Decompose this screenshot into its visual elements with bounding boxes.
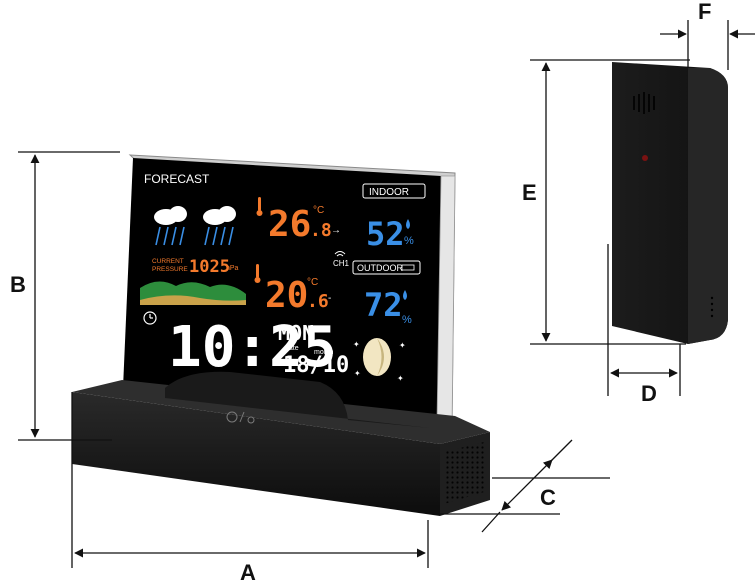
pressure-label-line1: CURRENT — [152, 258, 184, 265]
month-label: month — [314, 349, 334, 356]
outdoor-label-box — [352, 260, 421, 275]
dimension-label-b: B — [10, 272, 26, 297]
base-stand-lip — [165, 371, 430, 428]
sensor-side-vents — [710, 296, 714, 318]
indoor-label: INDOOR — [369, 187, 409, 198]
indoor-temperature-decimal: .8 — [310, 220, 332, 241]
outdoor-temperature-decimal: .6 — [307, 291, 329, 312]
weekday: MON — [278, 321, 314, 345]
outdoor-droplet-icon — [403, 290, 407, 300]
clock-time: 10:25 — [168, 315, 337, 380]
svg-text:✦: ✦ — [353, 340, 360, 349]
svg-text:✦: ✦ — [354, 369, 361, 378]
svg-text:✦: ✦ — [397, 374, 404, 383]
outdoor-humidity-unit: % — [402, 314, 412, 326]
channel-label: CH1 — [333, 259, 350, 268]
forecast-label: FORECAST — [144, 172, 210, 186]
display-screen — [123, 158, 441, 420]
indoor-label-box — [362, 183, 426, 199]
outdoor-temperature-integer: 20 — [265, 275, 308, 316]
indoor-droplet-icon — [406, 219, 410, 229]
dimension-lines — [18, 20, 755, 568]
outdoor-temperature-unit: °C — [307, 277, 318, 288]
dimension-label-a: A — [240, 560, 256, 584]
speaker-grille — [444, 442, 484, 504]
pressure-label-line2: PRESSURE — [152, 266, 188, 273]
indoor-temperature-unit: °C — [313, 205, 324, 216]
svg-text:✦: ✦ — [399, 341, 406, 350]
outdoor-thermometer-icon — [254, 264, 261, 283]
outdoor-sensor — [612, 62, 728, 344]
landscape-graphic — [140, 281, 246, 305]
indoor-trend-arrow-icon: → — [331, 225, 341, 236]
base-front-face — [72, 392, 440, 516]
dimension-label-f: F — [698, 0, 711, 24]
battery-icon — [401, 264, 415, 271]
dimension-label-e: E — [522, 180, 537, 205]
indoor-thermometer-icon — [256, 197, 263, 216]
indoor-humidity-unit: % — [404, 235, 414, 247]
outdoor-humidity: 72 — [364, 286, 403, 324]
screen-content: FORECAST CURRENT PRESSURE 1025 hPa — [140, 172, 426, 383]
outdoor-label: OUTDOOR — [357, 263, 403, 273]
snooze-light-icon — [226, 411, 255, 424]
moon-phase-icon: ✦ ✦ ✦ ✦ — [353, 338, 406, 383]
indoor-temperature-integer: 26 — [268, 204, 311, 245]
sensor-side — [688, 68, 728, 344]
dimension-label-c: C — [540, 485, 556, 510]
dimension-label-d: D — [641, 381, 657, 406]
date-value: 18/10 — [283, 353, 349, 378]
pressure-value: 1025 — [189, 257, 230, 277]
date-label: date — [285, 345, 299, 352]
dimension-labels: A B C D E F — [10, 0, 711, 584]
signal-icon — [334, 251, 346, 257]
pressure-unit: hPa — [226, 265, 239, 272]
main-display-unit: FORECAST CURRENT PRESSURE 1025 hPa — [72, 154, 490, 516]
forecast-rain-icon — [154, 206, 236, 246]
alarm-clock-icon — [143, 311, 157, 325]
indoor-humidity: 52 — [366, 215, 405, 253]
sensor-vent-slots — [633, 92, 655, 114]
sensor-led-indicator — [642, 155, 648, 161]
outdoor-trend-arrow-icon: - — [328, 293, 331, 304]
